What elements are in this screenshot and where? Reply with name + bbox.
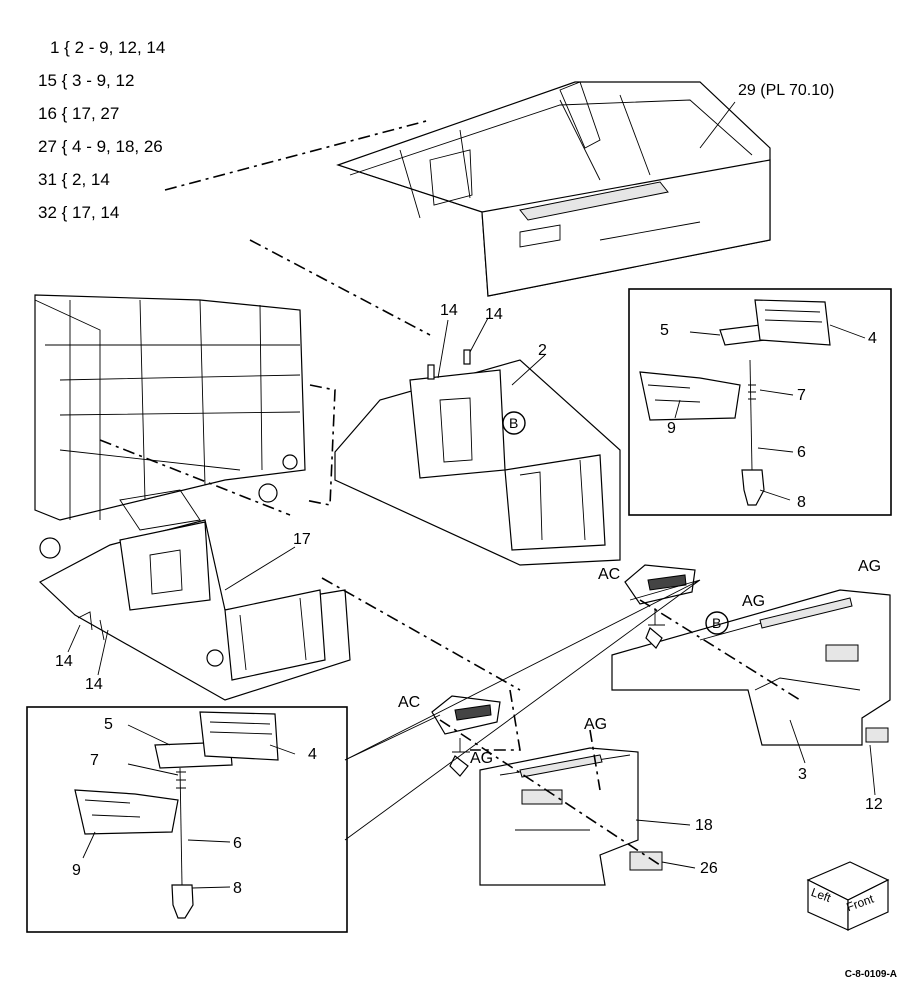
marker-b-label-1: B: [509, 415, 519, 431]
callout-left-9: 9: [72, 862, 81, 879]
legend-line-15: 15 { 3 - 9, 12: [38, 71, 135, 90]
callout-right-9: 9: [667, 420, 676, 437]
callout-right-ag-2: AG: [742, 593, 766, 610]
callout-18: 18: [695, 817, 713, 834]
ac-unit-left-drawing: [431, 695, 501, 777]
callout-left-5: 5: [104, 716, 113, 733]
detail-box-left: [26, 706, 348, 933]
callout-left-ag-2: AG: [470, 750, 494, 767]
callout-left-4: 4: [308, 746, 317, 763]
callout-17: 17: [293, 531, 311, 548]
orientation-cube-drawing: [806, 861, 890, 931]
callout-right-5: 5: [660, 322, 669, 339]
detail-right-drawing: [639, 299, 831, 506]
marker-b-label-2: B: [712, 615, 722, 631]
callout-left-6: 6: [233, 835, 242, 852]
callout-left-ac: AC: [398, 694, 421, 711]
leader-lines: [67, 101, 876, 889]
legend-line-31: 31 { 2, 14: [38, 170, 110, 189]
callout-14-d: 14: [85, 676, 103, 693]
callout-2: 2: [538, 342, 547, 359]
legend-line-27: 27 { 4 - 9, 18, 26: [38, 137, 163, 156]
right-cover-drawing: [611, 589, 891, 746]
lower-assembly-drawing: [38, 519, 351, 701]
callout-right-ag-1: AG: [858, 558, 882, 575]
callout-right-7: 7: [797, 387, 806, 404]
callout-left-7: 7: [90, 752, 99, 769]
legend-line-16: 16 { 17, 27: [38, 104, 120, 123]
callout-right-ac: AC: [598, 566, 621, 583]
marker-b-circle-1: [502, 411, 526, 435]
callout-14-c: 14: [55, 653, 73, 670]
callout-14-b: 14: [485, 306, 503, 323]
base-assembly-drawing: [334, 349, 621, 566]
callout-right-6: 6: [797, 444, 806, 461]
callout-3: 3: [798, 766, 807, 783]
callout-29: 29 (PL 70.10): [738, 82, 835, 99]
callout-14-a: 14: [440, 302, 458, 319]
detail-box-right: [628, 288, 892, 516]
lower-cover-drawing: [479, 747, 663, 886]
machine-frame-drawing: [34, 294, 306, 559]
callout-26: 26: [700, 860, 718, 877]
legend-line-32: 32 { 17, 14: [38, 203, 120, 222]
callout-right-8: 8: [797, 494, 806, 511]
diagram-code: C-8-0109-A: [844, 969, 897, 980]
callout-left-8: 8: [233, 880, 242, 897]
marker-b-circle-2: [705, 611, 729, 635]
connection-lines: [99, 119, 801, 866]
detail-left-drawing: [74, 711, 279, 919]
callout-left-ag-1: AG: [584, 716, 608, 733]
legend-line-1: 1 { 2 - 9, 12, 14: [50, 38, 166, 57]
callout-12: 12: [865, 796, 883, 813]
callout-right-4: 4: [868, 330, 877, 347]
paper-tray-drawing: [336, 81, 771, 297]
